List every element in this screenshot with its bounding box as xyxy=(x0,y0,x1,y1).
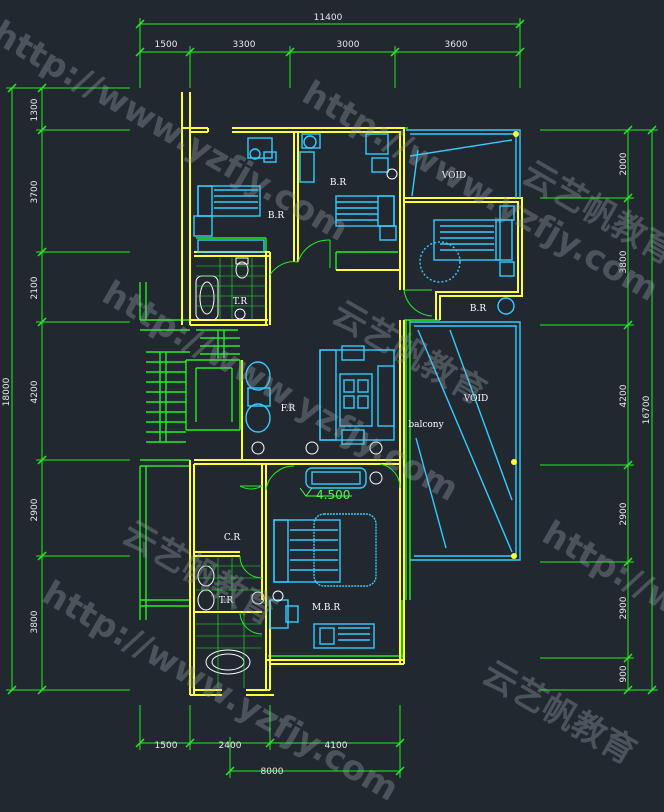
level-marker: 4.500 xyxy=(299,487,352,502)
room-label-mbr: M.B.R xyxy=(312,603,341,613)
dim-left-seg-1: 1300 xyxy=(30,98,40,121)
dim-left-seg-6: 3800 xyxy=(30,610,40,633)
room-label-br-middle: B.R xyxy=(330,178,346,188)
dim-right-seg-2: 3800 xyxy=(619,250,629,273)
level-value: 4.500 xyxy=(316,488,350,502)
dim-top-seg-1: 1500 xyxy=(155,40,178,50)
room-label-void-right: VOID xyxy=(463,394,489,404)
dim-right-total: 16700 xyxy=(642,395,652,424)
dim-right-seg-1: 2000 xyxy=(619,152,629,175)
watermark-url-3: http://www.yzfjy.com xyxy=(296,73,664,310)
room-label-br-right: B.R xyxy=(470,304,486,314)
dim-bottom-seg-3: 4100 xyxy=(325,741,348,751)
room-label-tr-upper: T.R xyxy=(233,297,248,307)
dim-left-seg-2: 3700 xyxy=(30,180,40,203)
dim-right-seg-3: 4200 xyxy=(619,384,629,407)
room-label-cr: C.R xyxy=(224,533,240,543)
dim-right-seg-5: 2900 xyxy=(619,596,629,619)
dim-left-seg-4: 4200 xyxy=(30,380,40,403)
void-markers xyxy=(511,131,519,559)
dim-top-seg-2: 3300 xyxy=(233,40,256,50)
room-label-tr-lower: T.R xyxy=(219,596,234,606)
room-label-fr: F.R xyxy=(281,404,296,414)
dim-bottom-seg-2: 2400 xyxy=(219,741,242,751)
dim-top-seg-4: 3600 xyxy=(445,40,468,50)
dim-right-seg-4: 2900 xyxy=(619,502,629,525)
dim-bottom-seg-1: 1500 xyxy=(155,741,178,751)
furniture xyxy=(193,129,521,649)
dim-top-total: 11400 xyxy=(314,13,343,23)
room-label-void-top: VOID xyxy=(441,171,467,181)
dim-bottom-total: 8000 xyxy=(261,767,284,777)
walls xyxy=(181,92,523,696)
watermark-cn-2: 云艺帆教育 xyxy=(476,653,643,773)
dim-right-seg-6: 900 xyxy=(619,665,629,682)
dim-top-seg-3: 3000 xyxy=(337,40,360,50)
room-label-balcony: balcony xyxy=(408,420,444,430)
dim-left-seg-5: 2900 xyxy=(30,498,40,521)
watermark-cn-3: 云艺帆教育 xyxy=(326,293,493,413)
dim-left-seg-3: 2100 xyxy=(30,276,40,299)
watermark-url-2: http://www.yzfjy.com xyxy=(36,573,406,810)
dimension-ticks xyxy=(7,19,657,776)
room-label-br-left: B.R xyxy=(268,211,284,221)
dim-left-total: 18000 xyxy=(2,377,12,406)
tile-hatch xyxy=(196,258,266,688)
